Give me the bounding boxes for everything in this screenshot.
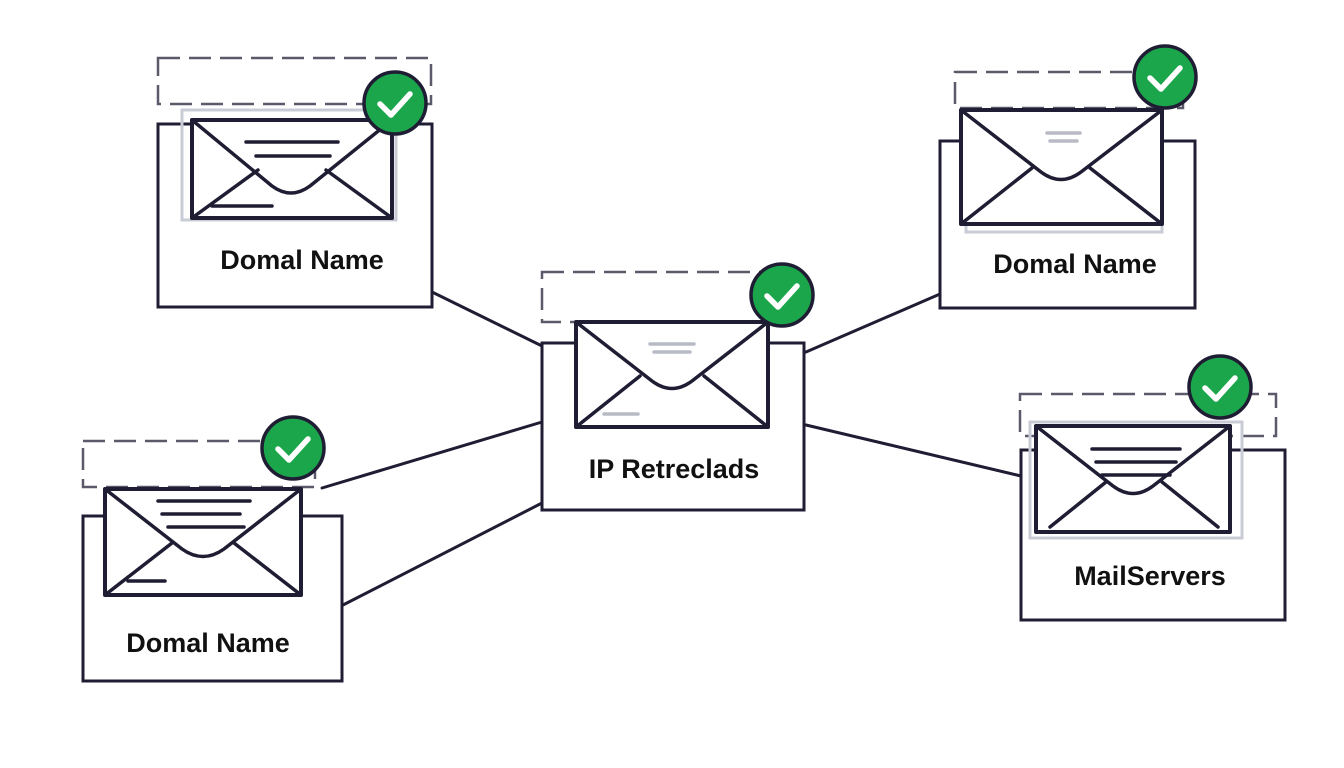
- edge-center-top-left: [430, 290, 544, 348]
- node-bottom-right[interactable]: MailServers: [1018, 354, 1287, 622]
- check-circle-icon: [1132, 44, 1198, 110]
- envelope-icon: [959, 108, 1164, 234]
- envelope-icon: [1028, 420, 1244, 540]
- check-circle-icon: [749, 262, 815, 328]
- edge-center-bottom-left-upper: [320, 420, 544, 490]
- edge-center-bottom-left-lower: [341, 501, 544, 607]
- node-top-left[interactable]: Domal Name: [156, 56, 434, 309]
- check-circle-icon: [260, 415, 326, 481]
- node-top-right[interactable]: Domal Name: [938, 44, 1198, 310]
- node-center[interactable]: IP Retreclads: [540, 262, 815, 512]
- dashed-frame: [1018, 392, 1278, 438]
- node-label: IP Retreclads: [589, 454, 760, 484]
- envelope-icon: [574, 320, 770, 429]
- connectors: [320, 290, 1023, 607]
- edge-center-bottom-right: [804, 423, 1023, 478]
- node-label: Domal Name: [993, 249, 1157, 279]
- envelope-icon: [180, 108, 398, 222]
- check-circle-icon: [1187, 354, 1253, 420]
- envelope-icon: [103, 487, 303, 597]
- dashed-frame: [156, 56, 433, 106]
- edge-center-top-right: [804, 292, 942, 354]
- node-bottom-left[interactable]: Domal Name: [81, 415, 344, 683]
- node-label: MailServers: [1074, 561, 1226, 591]
- node-label: Domal Name: [126, 628, 290, 658]
- node-label: Domal Name: [220, 245, 384, 275]
- check-circle-icon: [362, 70, 428, 136]
